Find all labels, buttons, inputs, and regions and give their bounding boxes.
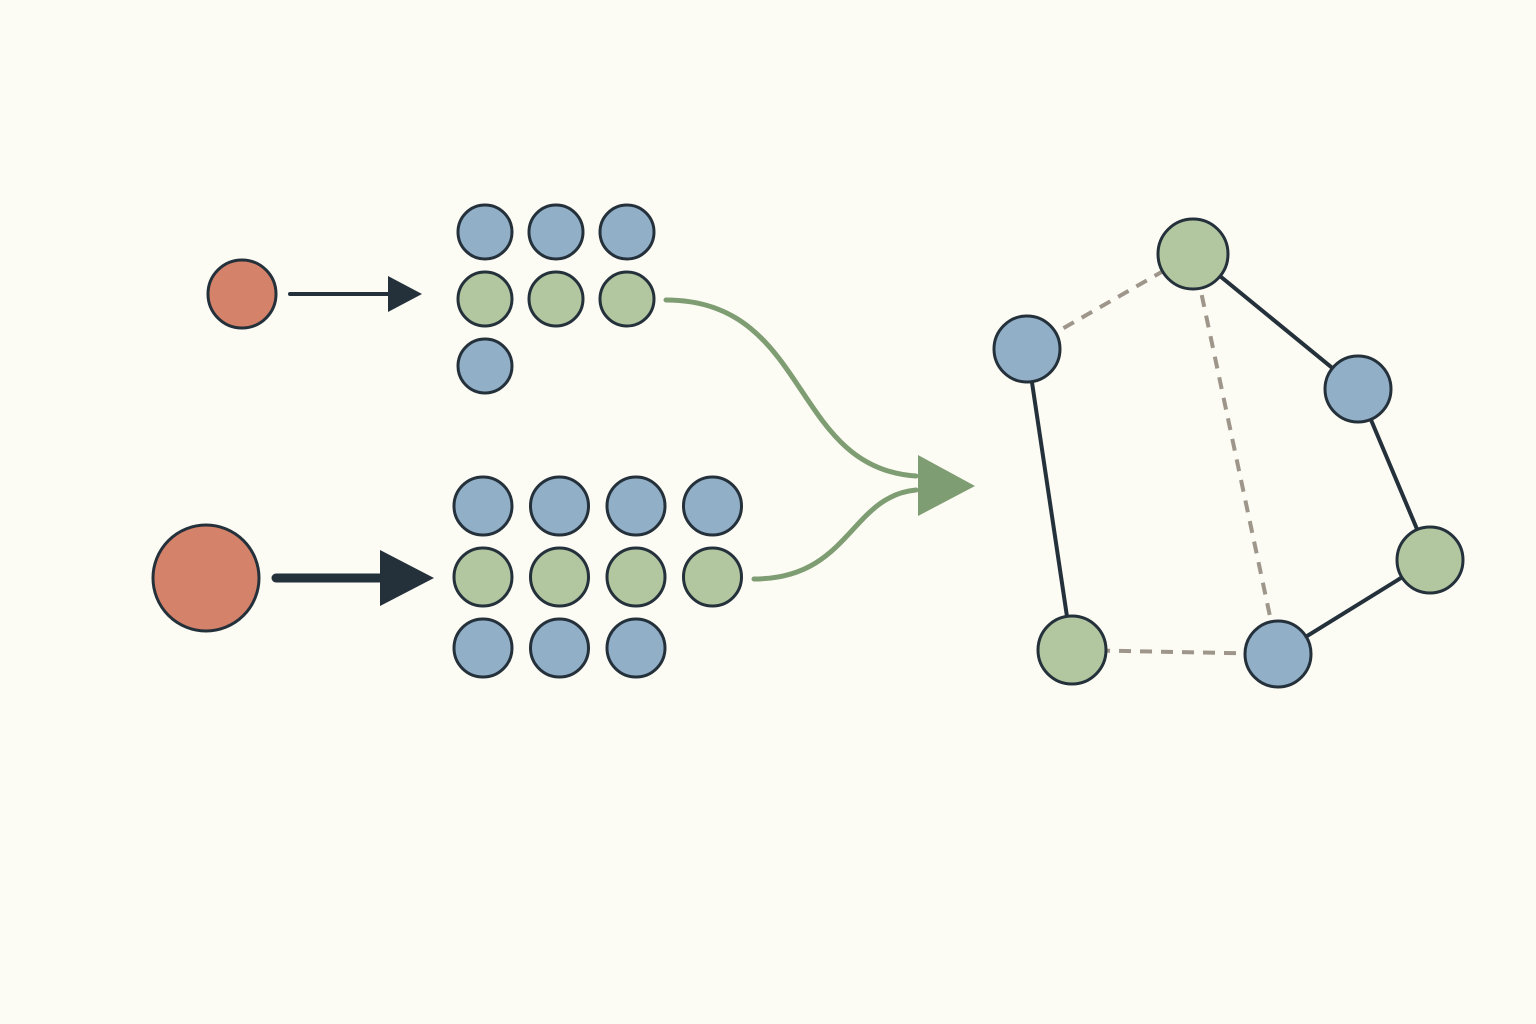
group-top <box>456 203 656 395</box>
group-bottom-node-0-3 <box>682 475 743 537</box>
source-nodes <box>151 258 278 633</box>
flow-merge-arrowhead <box>918 455 975 516</box>
arrow-head-1 <box>388 276 422 312</box>
group-top-node-2-0 <box>456 337 514 395</box>
graph-edges <box>1025 252 1432 656</box>
group-bottom-node-1-3 <box>682 546 743 608</box>
group-bottom-node-2-2 <box>605 617 667 679</box>
graph-node-n5 <box>1243 619 1313 689</box>
group-top-node-0-0 <box>456 203 514 261</box>
arrow-head-2 <box>380 550 434 606</box>
group-top-node-1-2 <box>598 270 656 328</box>
group-bottom-node-0-2 <box>605 475 667 537</box>
flow-connectors <box>663 297 975 582</box>
edge-n6-n1 <box>1025 348 1074 651</box>
node-groups <box>452 203 743 679</box>
group-top-node-0-1 <box>527 203 585 261</box>
graph-node-n3 <box>1323 354 1393 424</box>
edge-n2-n5 <box>1191 253 1280 655</box>
group-bottom-node-0-1 <box>529 475 590 537</box>
group-bottom <box>452 475 743 679</box>
graph-node-n1 <box>992 314 1062 384</box>
group-bottom-node-1-1 <box>529 546 590 608</box>
graph-node-n6 <box>1036 614 1108 686</box>
group-bottom-node-2-0 <box>452 617 514 679</box>
group-bottom-node-2-1 <box>529 617 590 679</box>
source-large-node <box>151 523 261 633</box>
group-bottom-node-1-2 <box>605 546 667 608</box>
graph-nodes <box>992 217 1465 689</box>
group-top-node-1-1 <box>527 270 585 328</box>
group-bottom-node-0-0 <box>452 475 514 537</box>
group-top-node-0-2 <box>598 203 656 261</box>
flow-curve-bottom <box>751 487 919 582</box>
flow-curve-top <box>663 297 919 479</box>
source-arrows <box>271 276 434 606</box>
group-top-node-1-0 <box>456 270 514 328</box>
group-bottom-node-1-0 <box>452 546 514 608</box>
source-small-node <box>206 258 278 330</box>
graph-node-n4 <box>1395 525 1465 595</box>
graph-node-n2 <box>1156 217 1230 291</box>
